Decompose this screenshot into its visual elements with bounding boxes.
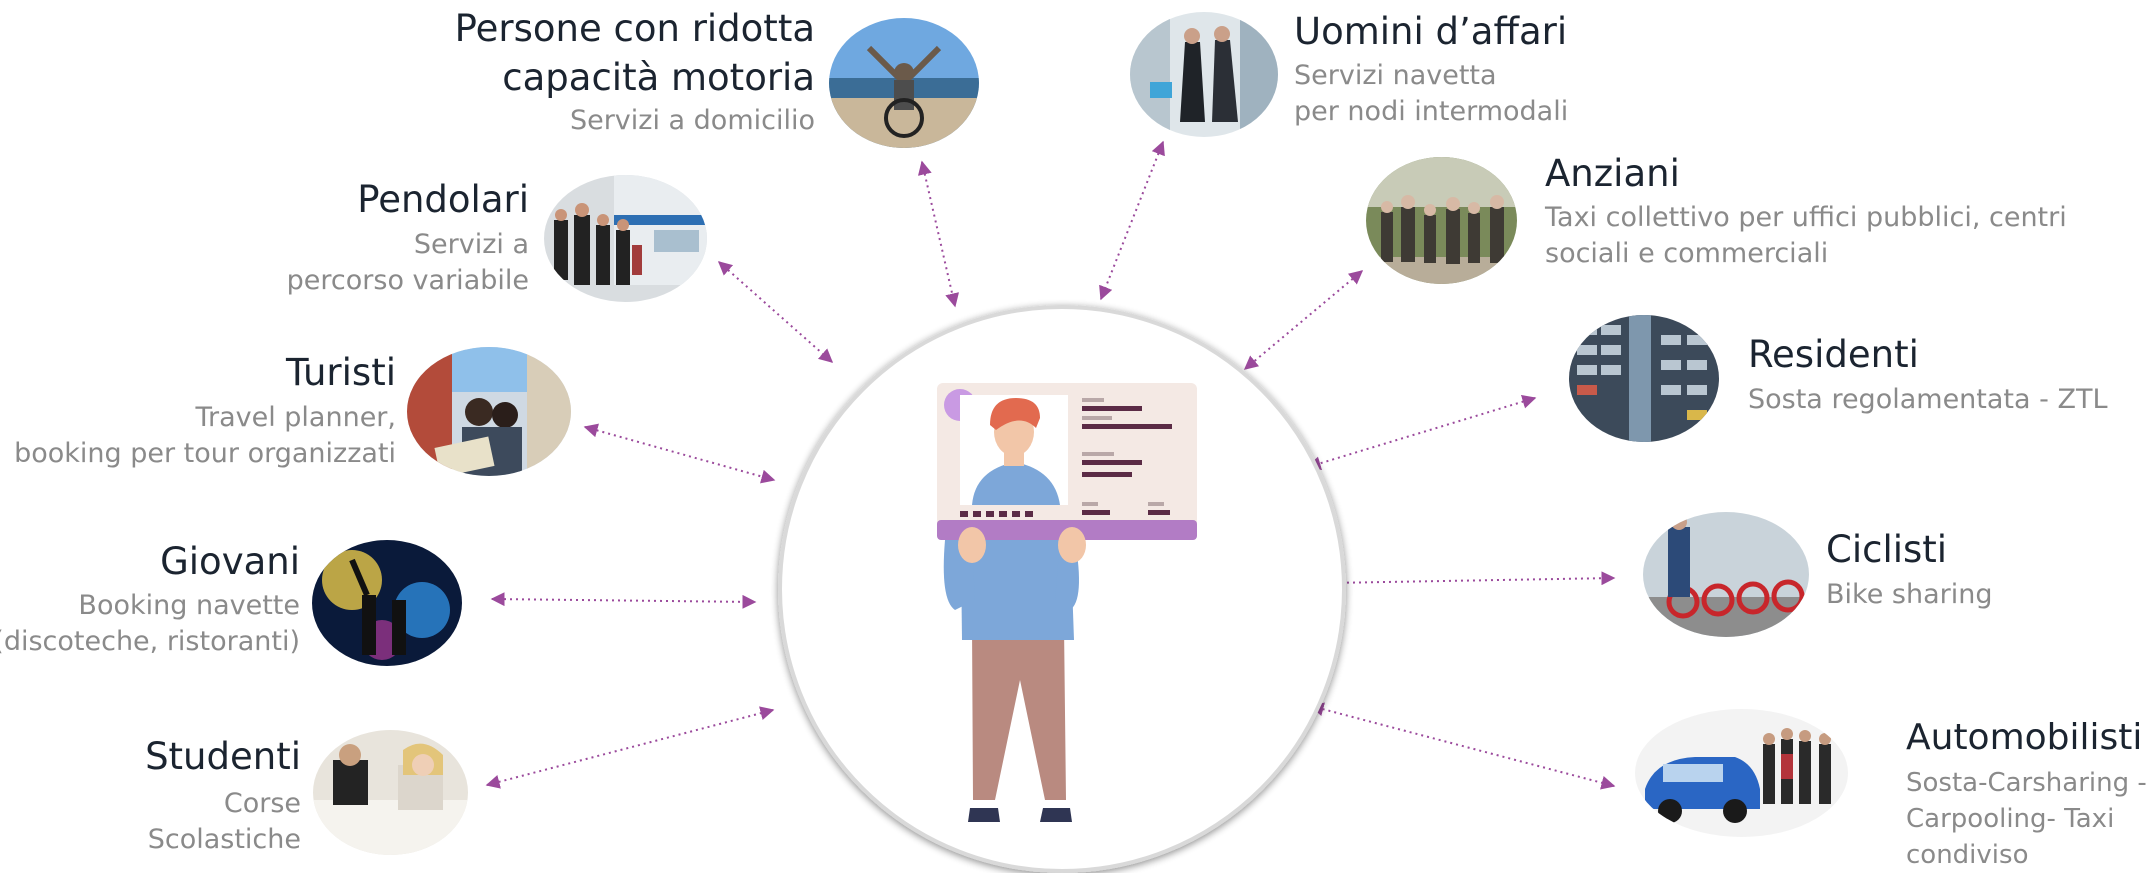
- segment-service-drivers-line3: condiviso: [1906, 840, 2029, 870]
- parking-lot-photo-icon: [1569, 315, 1719, 442]
- segment-service-disabled: Servizi a domicilio: [569, 105, 815, 136]
- segment-service-students-line2: Scolastiche: [147, 824, 301, 855]
- segment-service-students-line1: Corse: [223, 788, 301, 819]
- segment-title-disabled-line1: Persone con ridotta: [454, 7, 815, 50]
- segment-title-disabled-line2: capacità motoria: [502, 56, 815, 99]
- arrow-drivers: [1309, 702, 1616, 790]
- segment-service-drivers-line1: Sosta-Carsharing -: [1906, 768, 2147, 798]
- arrow-elderly: [1243, 270, 1364, 370]
- segment-service-tourists-line1: Travel planner,: [195, 402, 396, 433]
- tourists-photo-icon: [407, 347, 571, 476]
- elderly-crowd-photo-icon: [1366, 157, 1517, 284]
- segment-service-business-line2: per nodi intermodali: [1294, 96, 1569, 127]
- segment-service-residents: Sosta regolamentata - ZTL: [1748, 384, 2108, 415]
- segment-service-youth-line2: (discoteche, ristoranti): [0, 626, 300, 657]
- segment-service-tourists-line2: booking per tour organizzati: [14, 438, 396, 469]
- nightclub-photo-icon: [312, 540, 462, 666]
- segment-title-elderly: Anziani: [1545, 152, 1680, 195]
- user-id-card-icon: [937, 383, 1197, 822]
- train-commuters-photo-icon: [544, 175, 707, 302]
- segment-service-elderly-line2: sociali e commerciali: [1545, 238, 1829, 269]
- arrow-tourists: [583, 423, 776, 484]
- segment-service-youth-line1: Booking navette: [78, 590, 300, 621]
- arrow-commuters: [717, 261, 834, 363]
- segment-service-commuters-line2: percorso variabile: [286, 265, 529, 296]
- car-people-photo-icon: [1635, 709, 1848, 837]
- arrow-business: [1099, 140, 1165, 301]
- segment-title-business: Uomini d’affari: [1294, 10, 1568, 53]
- segment-service-commuters-line1: Servizi a: [413, 229, 529, 260]
- segment-service-elderly-line1: Taxi collettivo per uffici pubblici, cen…: [1545, 202, 2067, 233]
- arrow-students: [485, 706, 775, 789]
- segment-title-drivers: Automobilisti: [1906, 717, 2143, 758]
- segment-title-students: Studenti: [145, 735, 301, 778]
- business-people-photo-icon: [1130, 12, 1278, 137]
- segment-service-drivers-line2: Carpooling- Taxi: [1906, 804, 2115, 834]
- segment-service-cyclists: Bike sharing: [1826, 579, 1993, 610]
- segment-title-youth: Giovani: [160, 540, 300, 583]
- segment-title-tourists: Turisti: [286, 351, 396, 394]
- segment-title-cyclists: Ciclisti: [1826, 528, 1948, 571]
- bike-sharing-photo-icon: [1643, 512, 1809, 637]
- segment-title-residents: Residenti: [1748, 333, 1919, 376]
- segment-title-commuters: Pendolari: [357, 178, 529, 221]
- students-photo-icon: [313, 730, 468, 855]
- wheelchair-person-photo-icon: [829, 18, 979, 148]
- arrow-disabled: [917, 160, 960, 308]
- arrow-youth: [490, 592, 757, 609]
- segment-service-business-line1: Servizi navetta: [1294, 60, 1497, 91]
